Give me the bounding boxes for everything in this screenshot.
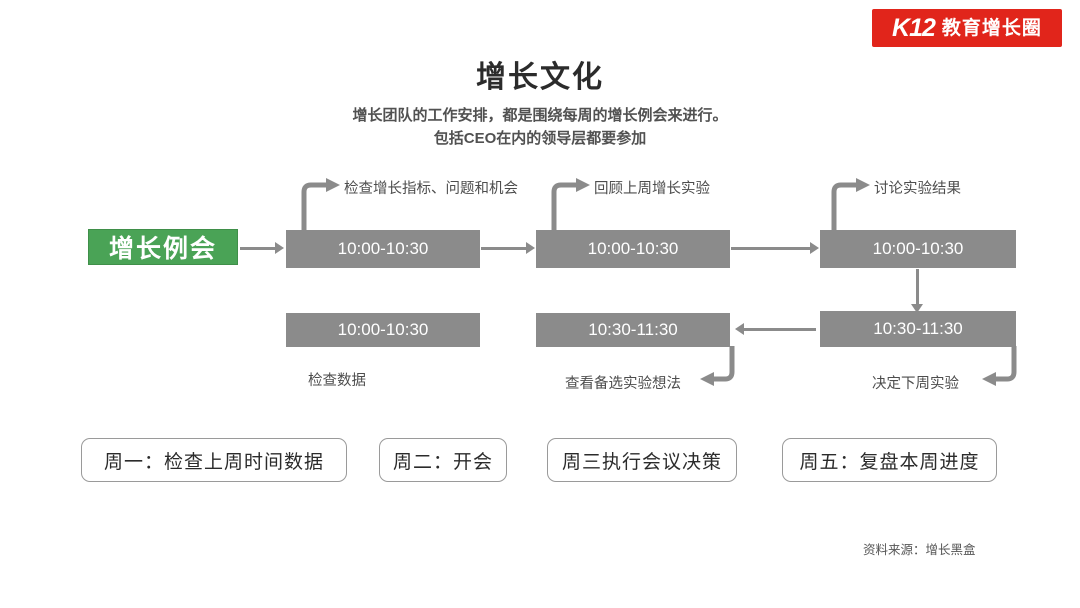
connector-row2box3-to-row2box2 bbox=[744, 328, 816, 331]
day-chip-wednesday[interactable]: 周三执行会议决策 bbox=[547, 438, 737, 482]
connector-row1box1-to-row1box2-arrowhead bbox=[526, 242, 535, 254]
day-chip-monday[interactable]: 周一：检查上周时间数据 bbox=[81, 438, 347, 482]
start-box-growth-meeting[interactable]: 增长例会 bbox=[88, 229, 238, 265]
connector-row1box1-to-row1box2 bbox=[481, 247, 527, 250]
page-title: 增长文化 bbox=[476, 61, 604, 94]
page-subtitle: 增长团队的工作安排，都是围绕每周的增长例会来进行。 包括CEO在内的领导层都要参… bbox=[0, 104, 1080, 150]
brand-logo: K12 教育增长圈 bbox=[872, 9, 1062, 47]
row2-box-2[interactable]: 10:30-11:30 bbox=[536, 313, 730, 347]
day-chip-friday[interactable]: 周五：复盘本周进度 bbox=[782, 438, 997, 482]
row1-box-3[interactable]: 10:00-10:30 bbox=[820, 230, 1016, 268]
subtitle-line-1: 增长团队的工作安排，都是围绕每周的增长例会来进行。 bbox=[352, 107, 728, 124]
row2-caption-2: 查看备选实验想法 bbox=[565, 376, 681, 392]
connector-start-to-row1box1-arrowhead bbox=[275, 242, 284, 254]
caption-arrow-row2box2 bbox=[700, 346, 735, 386]
callout-arrow-3 bbox=[831, 178, 870, 234]
connector-row1box2-to-row1box3-arrowhead bbox=[810, 242, 819, 254]
callout-arrow-1 bbox=[301, 178, 340, 234]
callout-label-3: 讨论实验结果 bbox=[874, 181, 961, 197]
callout-arrow-2 bbox=[551, 178, 590, 234]
row1-box-2[interactable]: 10:00-10:30 bbox=[536, 230, 730, 268]
callout-label-2: 回顾上周增长实验 bbox=[594, 181, 710, 197]
caption-arrow-row2box3 bbox=[982, 346, 1017, 386]
callout-label-1: 检查增长指标、问题和机会 bbox=[344, 181, 518, 197]
subtitle-line-2: 包括CEO在内的领导层都要参加 bbox=[433, 130, 647, 147]
row2-box-1[interactable]: 10:00-10:30 bbox=[286, 313, 480, 347]
logo-brand-name: 教育增长圈 bbox=[941, 17, 1042, 39]
row2-caption-1: 检查数据 bbox=[308, 373, 366, 389]
row2-box-3[interactable]: 10:30-11:30 bbox=[820, 311, 1016, 347]
row2-caption-3: 决定下周实验 bbox=[872, 376, 959, 392]
connector-row2box3-to-row2box2-arrowhead bbox=[735, 323, 744, 335]
logo-k12-mark: K12 bbox=[892, 13, 936, 42]
connector-row1box3-to-row2box3 bbox=[916, 269, 919, 306]
connector-row1box2-to-row1box3 bbox=[731, 247, 811, 250]
row1-box-1[interactable]: 10:00-10:30 bbox=[286, 230, 480, 268]
connector-row1box3-to-row2box3-arrowhead bbox=[911, 304, 923, 313]
source-attribution: 资料来源：增长黑盒 bbox=[863, 543, 976, 557]
day-chip-tuesday[interactable]: 周二：开会 bbox=[379, 438, 507, 482]
connector-start-to-row1box1 bbox=[240, 247, 276, 250]
